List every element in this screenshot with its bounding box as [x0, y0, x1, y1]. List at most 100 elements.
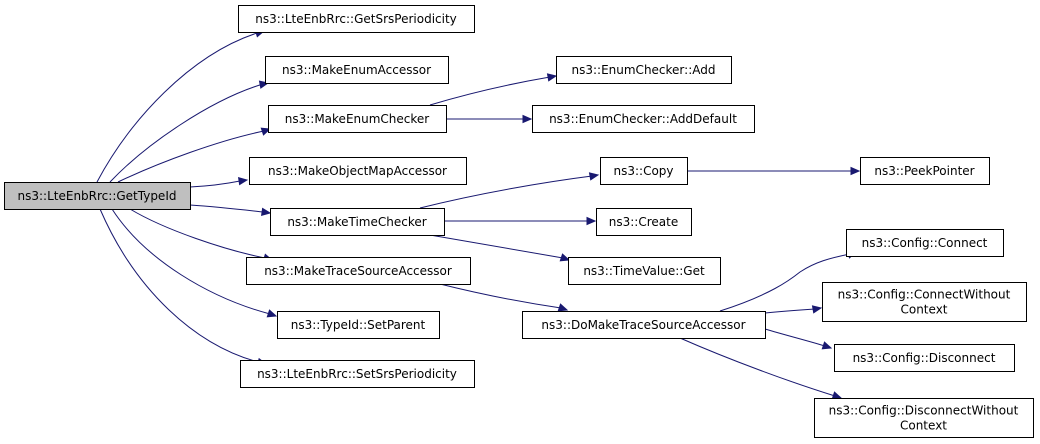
edge-copy-to-peek [687, 166, 861, 176]
node-enumadd[interactable]: ns3::EnumChecker::Add [556, 56, 732, 84]
node-maketimechk[interactable]: ns3::MakeTimeChecker [270, 208, 445, 236]
edge-line [429, 76, 551, 106]
node-box [238, 5, 475, 33]
node-maketrace[interactable]: ns3::MakeTraceSourceAccessor [246, 257, 471, 285]
node-box [556, 56, 732, 84]
node-makeobjmap[interactable]: ns3::MakeObjectMapAccessor [249, 157, 467, 185]
node-label: ns3::DoMakeTraceSourceAccessor [541, 318, 745, 332]
edge-root-to-makeenumacc [109, 80, 270, 183]
edge-root-to-makeenumchk [117, 127, 272, 183]
node-box [277, 311, 440, 339]
node-box [846, 229, 1004, 257]
node-label: ns3::LteEnbRrc::GetSrsPeriodicity [255, 12, 457, 26]
node-label: ns3::Create [609, 215, 678, 229]
node-label: ns3::Config::DisconnectWithout [829, 404, 1019, 418]
edge-root-to-maketimechk [189, 204, 272, 216]
edge-maketrace-to-domaketrace [439, 283, 569, 312]
edge-line [764, 308, 816, 314]
arrowhead-icon [559, 253, 571, 262]
node-setsrs[interactable]: ns3::LteEnbRrc::SetSrsPeriodicity [240, 360, 475, 388]
edge-domaketrace-to-connectwo [764, 305, 823, 314]
arrowhead-icon [586, 216, 597, 226]
node-peek[interactable]: ns3::PeekPointer [860, 157, 990, 185]
node-enumadddef[interactable]: ns3::EnumChecker::AddDefault [532, 105, 755, 133]
node-label: ns3::MakeEnumAccessor [282, 63, 431, 77]
node-label: Context [900, 419, 947, 433]
arrowhead-icon [821, 341, 833, 350]
node-domaketrace[interactable]: ns3::DoMakeTraceSourceAccessor [522, 311, 766, 339]
node-root[interactable]: ns3::LteEnbRrc::GetTypeId [4, 182, 191, 210]
edge-line [109, 83, 264, 183]
node-box [240, 360, 475, 388]
node-timeget[interactable]: ns3::TimeValue::Get [568, 257, 721, 285]
node-label: ns3::LteEnbRrc::SetSrsPeriodicity [257, 367, 457, 381]
edge-line [189, 204, 264, 213]
arrowhead-icon [546, 73, 558, 82]
node-label: ns3::TypeId::SetParent [291, 318, 426, 332]
edge-line [96, 32, 258, 183]
node-box [249, 157, 467, 185]
node-box [522, 311, 766, 339]
node-box [568, 257, 721, 285]
node-create[interactable]: ns3::Create [596, 208, 692, 236]
node-box [822, 282, 1027, 322]
node-box [270, 208, 445, 236]
edge-line [99, 208, 259, 363]
node-makeenumacc[interactable]: ns3::MakeEnumAccessor [265, 56, 449, 84]
node-layer: ns3::LteEnbRrc::GetTypeIdns3::LteEnbRrc:… [4, 5, 1034, 438]
arrowhead-icon [260, 207, 272, 216]
edge-root-to-setsrs [99, 208, 268, 367]
edge-makeenumchk-to-enumadddef [446, 114, 533, 124]
edge-domaketrace-to-disconnect [764, 328, 833, 350]
node-getsrs[interactable]: ns3::LteEnbRrc::GetSrsPeriodicity [238, 5, 475, 33]
node-box [532, 105, 755, 133]
node-box [246, 257, 471, 285]
node-label: ns3::TimeValue::Get [583, 264, 705, 278]
edge-domaketrace-to-disconnectwo [679, 337, 843, 400]
node-box [4, 182, 191, 210]
node-label: ns3::MakeObjectMapAccessor [268, 164, 447, 178]
node-box [265, 56, 449, 84]
node-label: ns3::MakeEnumChecker [285, 112, 430, 126]
arrowhead-icon [831, 391, 843, 400]
edge-line [439, 283, 562, 309]
arrowhead-icon [588, 172, 600, 181]
arrowhead-icon [811, 305, 823, 314]
edge-line [429, 234, 564, 259]
node-setparent[interactable]: ns3::TypeId::SetParent [277, 311, 440, 339]
edge-root-to-getsrs [96, 29, 266, 183]
node-label: ns3::Config::Connect [862, 236, 988, 250]
node-label: Context [900, 303, 947, 317]
edge-maketimechk-to-create [444, 216, 597, 226]
arrowhead-icon [260, 127, 272, 136]
edge-root-to-makeobjmap [189, 177, 249, 188]
edge-line [719, 253, 851, 312]
arrowhead-icon [850, 166, 861, 176]
edge-line [419, 175, 593, 209]
edge-maketimechk-to-copy [419, 172, 600, 209]
node-connect[interactable]: ns3::Config::Connect [846, 229, 1004, 257]
edge-layer [96, 29, 861, 400]
node-label: ns3::Copy [613, 164, 673, 178]
node-copy[interactable]: ns3::Copy [600, 157, 688, 185]
node-label: ns3::Config::ConnectWithout [838, 288, 1011, 302]
edge-makeenumchk-to-enumadd [429, 73, 558, 106]
edge-maketimechk-to-timeget [429, 234, 571, 262]
node-label: ns3::LteEnbRrc::GetTypeId [18, 189, 177, 203]
node-box [600, 157, 688, 185]
node-box [596, 208, 692, 236]
node-box [814, 398, 1034, 438]
node-makeenumchk[interactable]: ns3::MakeEnumChecker [268, 105, 447, 133]
edge-line [679, 337, 836, 397]
node-box [268, 105, 447, 133]
node-label: ns3::MakeTimeChecker [287, 215, 426, 229]
node-label: ns3::EnumChecker::AddDefault [549, 112, 737, 126]
arrowhead-icon [557, 303, 569, 312]
arrowhead-icon [237, 177, 249, 186]
node-disconnect[interactable]: ns3::Config::Disconnect [834, 344, 1015, 372]
edge-line [117, 130, 265, 183]
edge-line [764, 328, 826, 347]
